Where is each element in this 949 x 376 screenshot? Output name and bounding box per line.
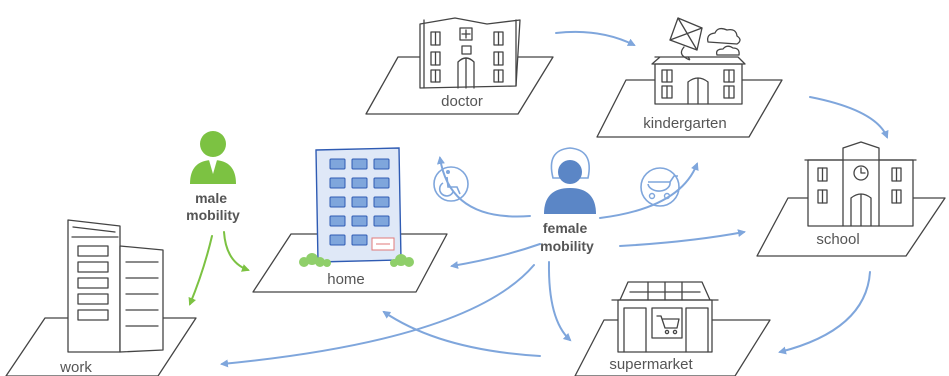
- kindergarten-label: kindergarten: [643, 115, 726, 132]
- clock-icon: [853, 165, 869, 181]
- cart-icon: [651, 307, 683, 339]
- bush-right: [390, 254, 414, 267]
- home-label: home: [327, 271, 365, 288]
- female-mobility-label: female mobility: [540, 220, 594, 254]
- cross-icon: [459, 27, 473, 41]
- work-label: work: [59, 359, 92, 376]
- male-mobility-label: male mobility: [186, 190, 240, 223]
- doctor-building: doctor: [365, 17, 554, 115]
- cloud-icon: [707, 27, 741, 56]
- female-person-icon: [544, 147, 596, 214]
- stroller-icon: [640, 167, 680, 207]
- school-label: school: [816, 231, 859, 248]
- male-route-arrows: [188, 231, 250, 306]
- kindergarten-building: kindergarten: [596, 17, 783, 138]
- supermarket-label: supermarket: [609, 356, 693, 373]
- supermarket-building: supermarket: [574, 281, 771, 376]
- wheelchair-icon: [433, 166, 469, 202]
- male-person-icon: [190, 131, 236, 184]
- school-building: school: [756, 141, 946, 257]
- home-building: home: [252, 147, 448, 293]
- female-route-arrows: [220, 30, 889, 368]
- kite-icon: [669, 17, 703, 61]
- work-building: work: [5, 219, 197, 376]
- doctor-label: doctor: [441, 93, 483, 110]
- bush-left: [299, 253, 331, 267]
